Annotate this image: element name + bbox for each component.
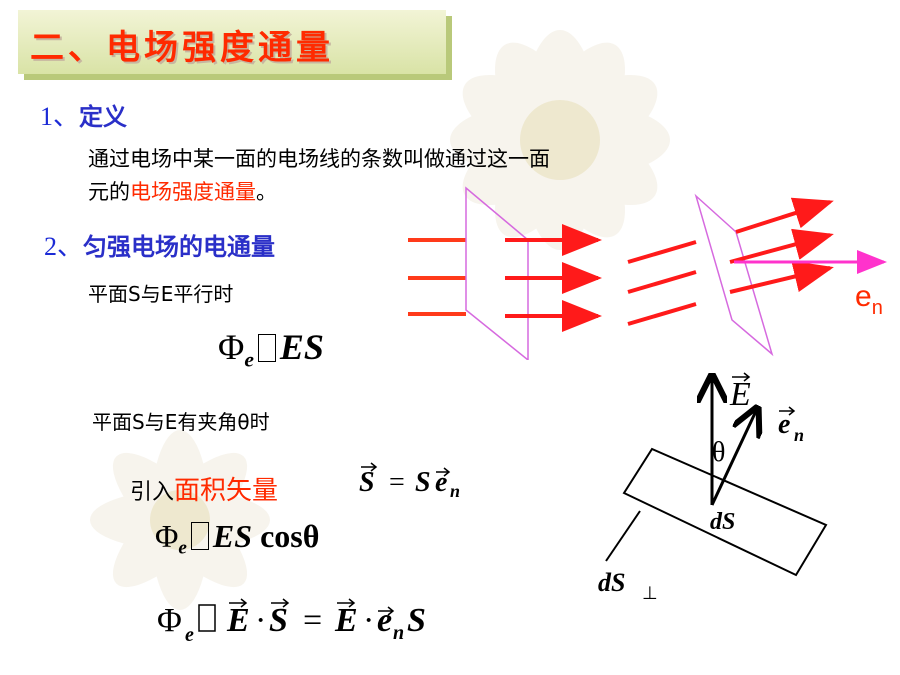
dS-label: dS	[710, 509, 735, 535]
normal-vector-label: en	[855, 280, 883, 320]
E-vec: E	[226, 602, 250, 639]
S-scalar: S	[407, 602, 426, 639]
field-lines-right-before	[627, 240, 697, 326]
en-vec-sub: n	[794, 425, 804, 445]
formula-phi-es: Φe ES	[218, 326, 324, 373]
section-1-label: 定义	[79, 103, 128, 131]
page-title: 二、电场强度通量	[30, 28, 334, 68]
section-2-heading: 2、匀强电场的电通量	[44, 226, 275, 263]
plane-angled	[694, 193, 774, 357]
section-2-label: 匀强电场的电通量	[83, 233, 276, 261]
S-scalar: S	[415, 467, 431, 498]
section-1-number: 1、	[40, 102, 80, 131]
S-vec: S	[359, 467, 375, 498]
definition-highlight: 电场强度通量	[130, 180, 256, 204]
theta-label: θ	[712, 437, 725, 468]
E-label: E	[729, 376, 751, 413]
formula-phi-es-cos: Φe ES cosθ	[155, 518, 319, 560]
surface-element-diagram: E θ e n dS dS ⊥	[598, 372, 828, 603]
case-parallel-text: 平面S与E平行时	[88, 282, 234, 306]
e-vec: e	[435, 467, 447, 498]
en-main: e	[855, 280, 872, 313]
missing-glyph-box	[257, 334, 276, 362]
sub-n: n	[393, 622, 404, 644]
sub-e: e	[244, 347, 254, 372]
phi-symbol: Φ	[218, 327, 245, 367]
dot-2: ·	[363, 602, 374, 639]
en-vector-arrow	[710, 411, 756, 506]
perp-symbol: ⊥	[642, 583, 658, 603]
projection-line	[605, 510, 641, 562]
en-sub: n	[871, 297, 883, 319]
title-bar	[18, 10, 446, 74]
surface-element	[622, 447, 828, 577]
case-angle-text: 平面S与E有夹角θ时	[92, 410, 270, 434]
intro-highlight: 面积矢量	[174, 476, 279, 506]
definition-line-1: 通过电场中某一面的电场线的条数叫做通过这一面	[88, 147, 550, 171]
definition-suffix: 。	[256, 180, 277, 204]
phi-symbol: Φ	[155, 518, 179, 554]
plane-parallel	[465, 186, 529, 360]
equals: =	[303, 602, 322, 639]
S-vec: S	[269, 602, 288, 639]
sub-e: e	[185, 624, 194, 646]
dot: ·	[255, 602, 266, 639]
phi-symbol: Φ	[157, 602, 182, 639]
sub-n: n	[450, 481, 460, 501]
missing-glyph-box	[190, 522, 209, 550]
intro-prefix: 引入	[130, 480, 175, 505]
field-lines-left-before	[408, 238, 466, 316]
section-2-number: 2、	[44, 232, 84, 261]
equals: =	[389, 467, 405, 498]
formula-area-vector: S = S e n	[359, 462, 460, 501]
es-term: ES	[279, 327, 324, 367]
es-term: ES	[212, 518, 253, 554]
sub-e: e	[178, 537, 187, 559]
intro-area-vector: 引入面积矢量	[130, 470, 278, 507]
formula-dot-product: Φ e E · S = E · e n S	[157, 598, 426, 646]
dS-perp-label: dS	[598, 568, 625, 597]
uniform-field-diagram	[408, 186, 887, 360]
cos-theta: cosθ	[260, 518, 320, 554]
definition-line-2: 元的电场强度通量。	[88, 176, 277, 206]
field-lines-right-after	[729, 197, 834, 294]
E-vec-2: E	[334, 602, 358, 639]
definition-prefix: 元的	[88, 180, 130, 204]
field-lines-left-after	[505, 224, 602, 332]
section-1-heading: 1、定义	[40, 96, 127, 133]
en-vec-label: e	[778, 409, 790, 440]
